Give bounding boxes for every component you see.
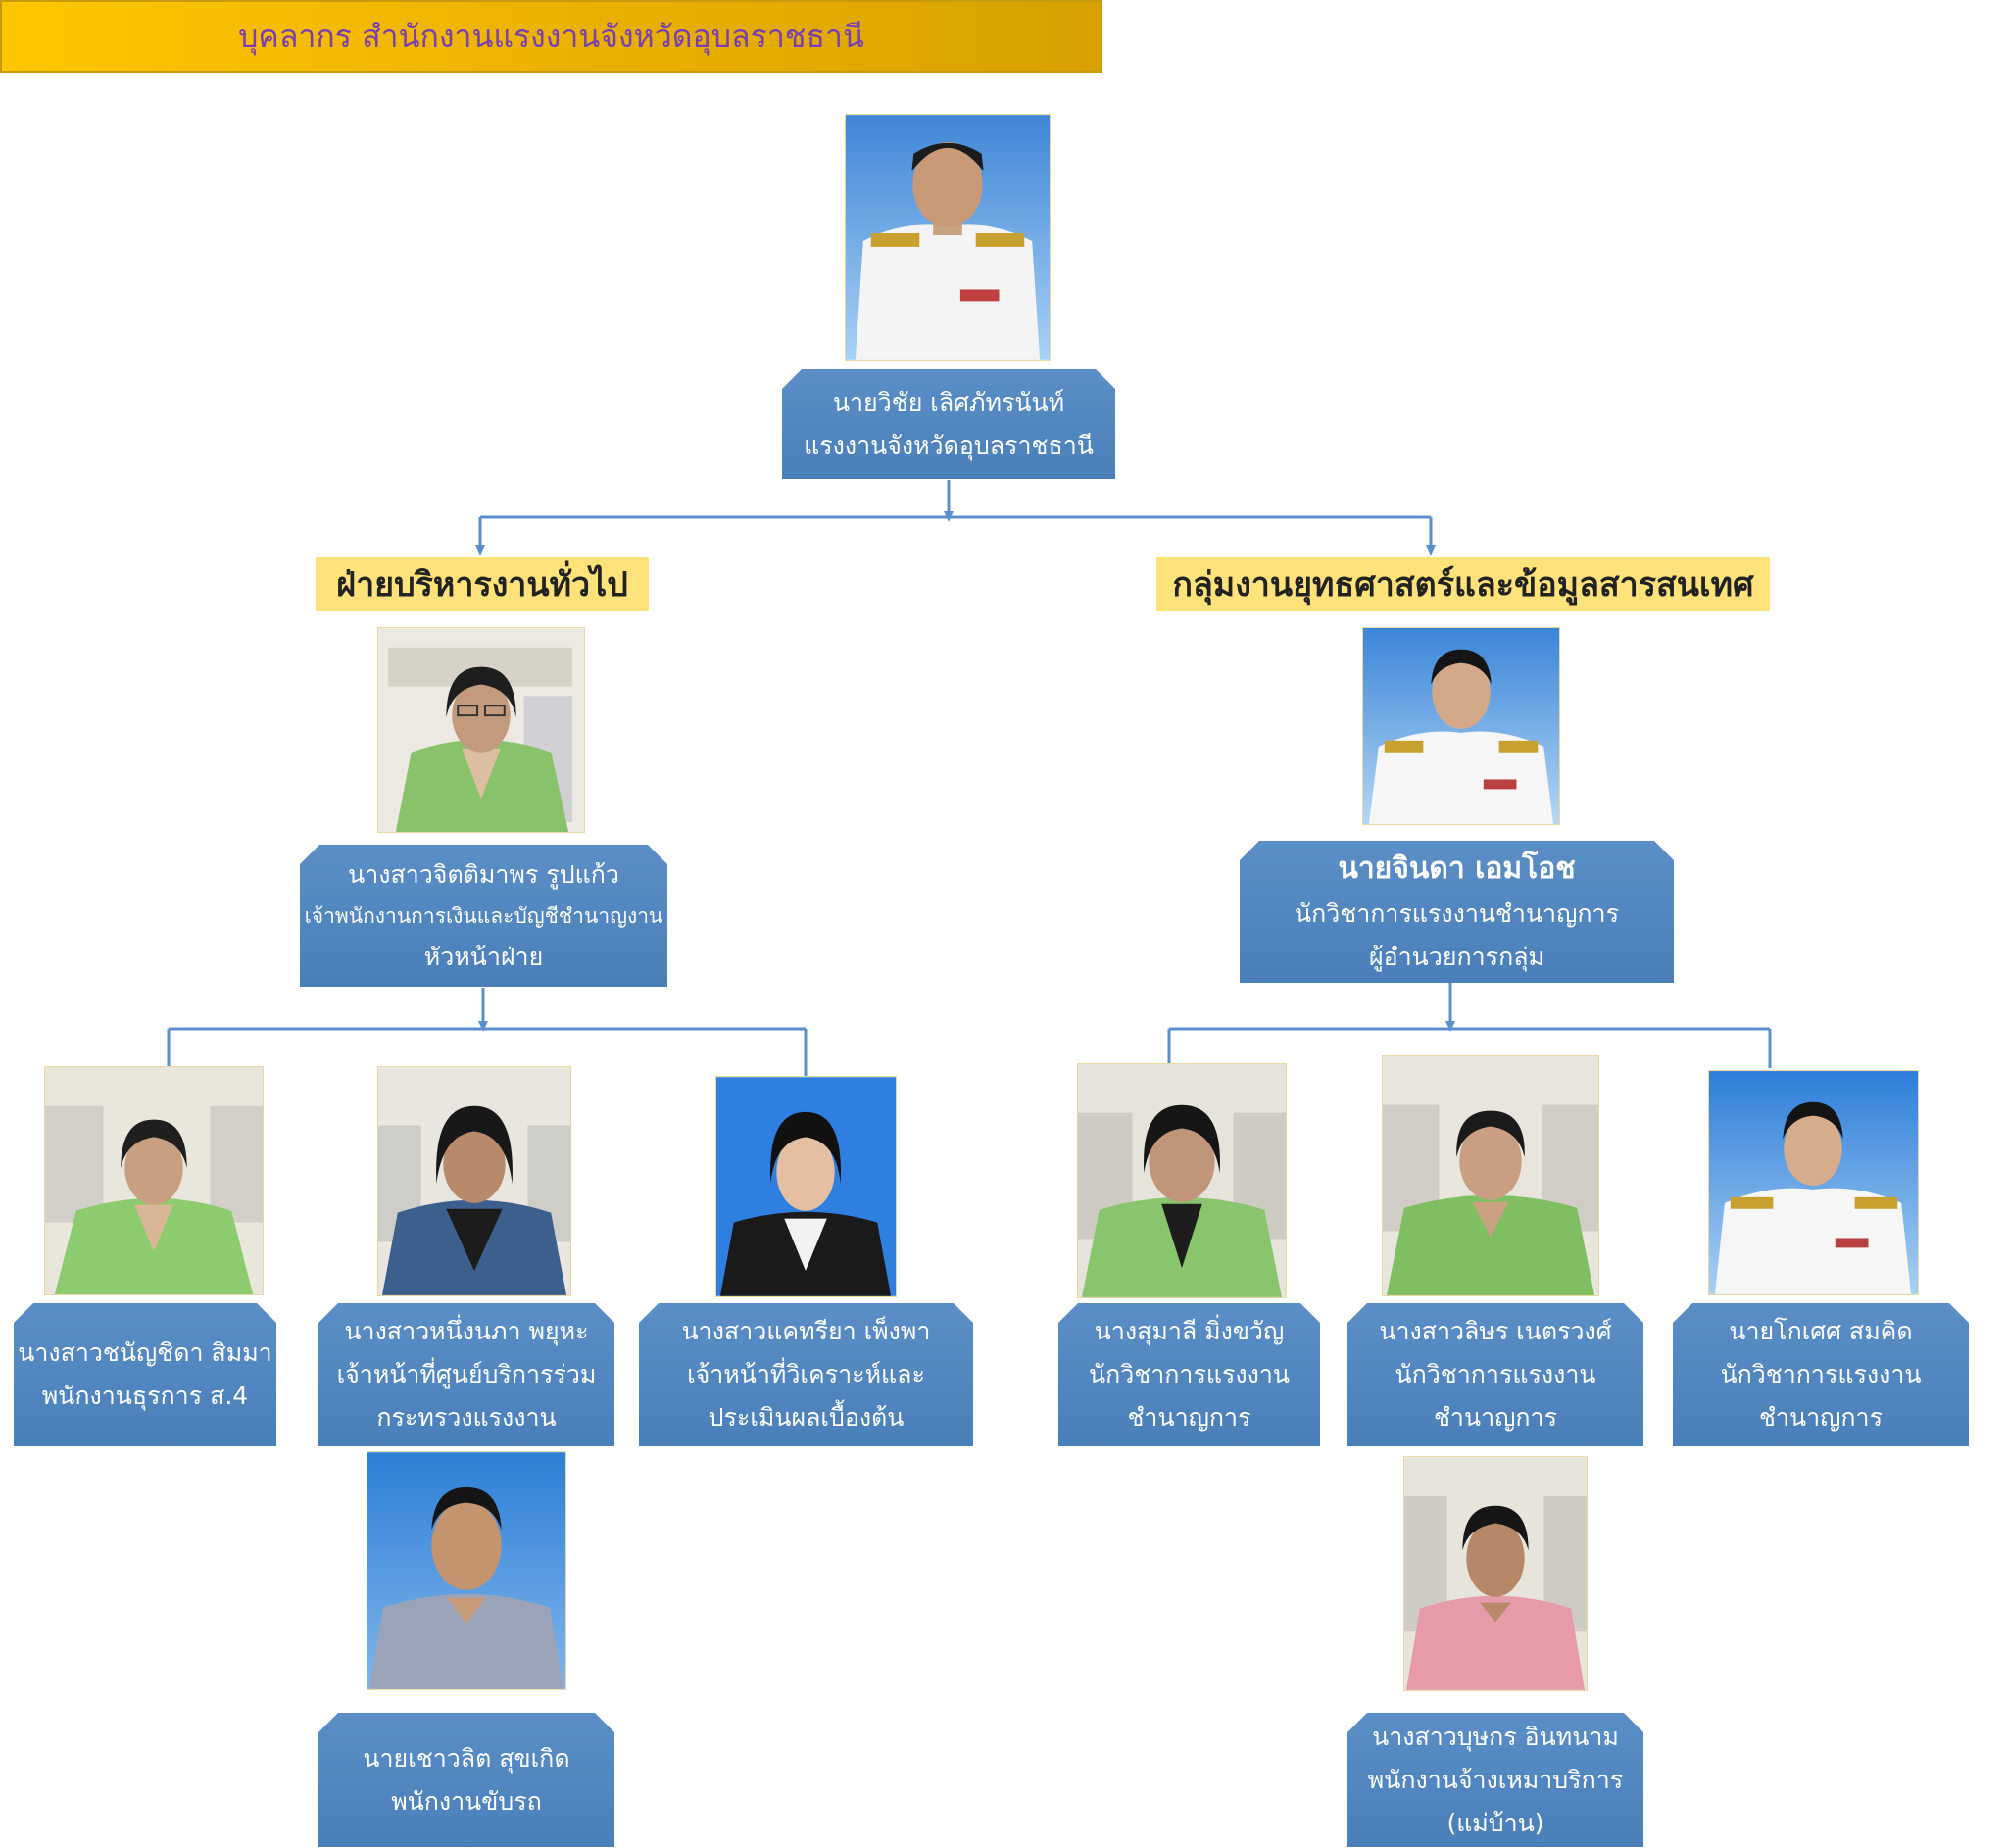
right-leader-card: นายจินดา เอมโอช นักวิชาการแรงงานชำนาญการ… [1240,841,1674,983]
right-staff-2-photo [1382,1055,1599,1296]
right-staff-1-name: นางสุมาลี มิ่งขวัญ [1094,1317,1285,1345]
right-leader-photo [1362,627,1560,825]
left-staff-2-photo [377,1066,571,1296]
right-staff-1-position: นักวิชาการแรงงาน [1089,1360,1290,1388]
portrait-black-suit-icon [716,1077,896,1296]
left-extra-name: นายเชาวลิต สุขเกิด [363,1743,570,1773]
left-staff-3-photo [715,1076,897,1297]
right-leader-name: นายจินดา เอมโอช [1338,851,1576,886]
right-staff-3-name: นายโกเศศ สมคิด [1729,1317,1913,1345]
portrait-blue-shirt-icon [378,1067,570,1295]
right-extra-position-line2: (แม่บ้าน) [1446,1808,1544,1837]
left-leader-position: เจ้าพนักงานการเงินและบัญชีชำนาญงาน [304,903,663,928]
right-extra-position: พนักงานจ้างเหมาบริการ [1367,1765,1624,1794]
right-leader-role: ผู้อำนวยการกลุ่ม [1368,942,1545,971]
right-staff-1-photo [1077,1063,1287,1298]
left-leader-photo [377,627,585,833]
left-staff-2-card: นางสาวหนึ่งนภา พยุหะ เจ้าหน้าที่ศูนย์บริ… [318,1303,614,1446]
right-extra-photo [1403,1456,1588,1691]
portrait-green-jacket-icon [1383,1056,1598,1295]
left-leader-name: นางสาวจิตติมาพร รูปแก้ว [348,859,619,889]
left-leader-card: นางสาวจิตติมาพร รูปแก้ว เจ้าพนักงานการเง… [300,845,667,987]
right-staff-3-position-line2: ชำนาญการ [1758,1403,1884,1432]
right-staff-3-photo [1708,1070,1919,1295]
chart-title: บุคลากร สำนักงานแรงงานจังหวัดอุบลราชธานี [0,0,1102,73]
right-extra-name: นางสาวบุษกร อินทนาม [1372,1722,1619,1751]
right-staff-2-name: นางสาวลิษร เนตรวงศ์ [1379,1317,1612,1345]
portrait-grey-shirt-icon [367,1452,565,1689]
left-staff-2-position-line2: กระทรวงแรงงาน [376,1403,557,1432]
right-staff-2-position-line2: ชำนาญการ [1433,1403,1558,1432]
right-staff-1-position-line2: ชำนาญการ [1127,1403,1251,1432]
portrait-green-jacket-icon [378,628,584,832]
left-staff-1-photo [44,1066,264,1295]
portrait-uniform-icon [846,115,1050,360]
left-leader-role: หัวหน้าฝ่าย [423,942,544,971]
division-label-right: กลุ่มงานยุทธศาสตร์และข้อมูลสารสนเทศ [1156,557,1770,611]
portrait-pink-shirt-icon [1404,1457,1587,1690]
head-name: นายวิชัย เลิศภัทรนันท์ [832,388,1065,416]
left-staff-2-position: เจ้าหน้าที่ศูนย์บริการร่วม [336,1360,597,1388]
left-staff-1-name: นางสาวชนัญชิดา สิมมา [18,1338,272,1367]
portrait-green-jacket-icon [1078,1064,1286,1297]
right-leader-position: นักวิชาการแรงงานชำนาญการ [1295,899,1619,928]
left-staff-2-name: นางสาวหนึ่งนภา พยุหะ [344,1317,589,1345]
right-staff-2-position: นักวิชาการแรงงาน [1395,1360,1596,1388]
left-staff-1-card: นางสาวชนัญชิดา สิมมา พนักงานธุรการ ส.4 [14,1303,276,1446]
right-extra-card: นางสาวบุษกร อินทนาม พนักงานจ้างเหมาบริกา… [1347,1713,1643,1847]
left-staff-3-name: นางสาวแคทรียา เพ็งพา [681,1317,931,1345]
right-staff-3-card: นายโกเศศ สมคิด นักวิชาการแรงงาน ชำนาญการ [1673,1303,1969,1446]
right-staff-2-card: นางสาวลิษร เนตรวงศ์ นักวิชาการแรงงาน ชำน… [1347,1303,1643,1446]
head-card: นายวิชัย เลิศภัทรนันท์ แรงงานจังหวัดอุบล… [782,369,1115,479]
left-extra-card: นายเชาวลิต สุขเกิด พนักงานขับรถ [318,1713,614,1847]
portrait-green-jacket-icon [45,1067,263,1294]
left-extra-position: พนักงานขับรถ [391,1786,542,1816]
division-label-left: ฝ่ายบริหารงานทั่วไป [316,557,649,611]
right-staff-3-position: นักวิชาการแรงงาน [1720,1360,1922,1388]
head-position: แรงงานจังหวัดอุบลราชธานี [804,431,1094,460]
left-staff-3-position: เจ้าหน้าที่วิเคราะห์และ [687,1360,925,1388]
left-extra-photo [367,1451,566,1690]
left-staff-3-card: นางสาวแคทรียา เพ็งพา เจ้าหน้าที่วิเคราะห… [639,1303,973,1446]
right-staff-1-card: นางสุมาลี มิ่งขวัญ นักวิชาการแรงงาน ชำนา… [1058,1303,1320,1446]
portrait-uniform-icon [1363,628,1559,824]
left-staff-3-position-line2: ประเมินผลเบื้องต้น [708,1403,905,1432]
left-staff-1-position: พนักงานธุรการ ส.4 [41,1382,249,1410]
head-photo [845,114,1051,361]
portrait-uniform-icon [1709,1071,1918,1294]
